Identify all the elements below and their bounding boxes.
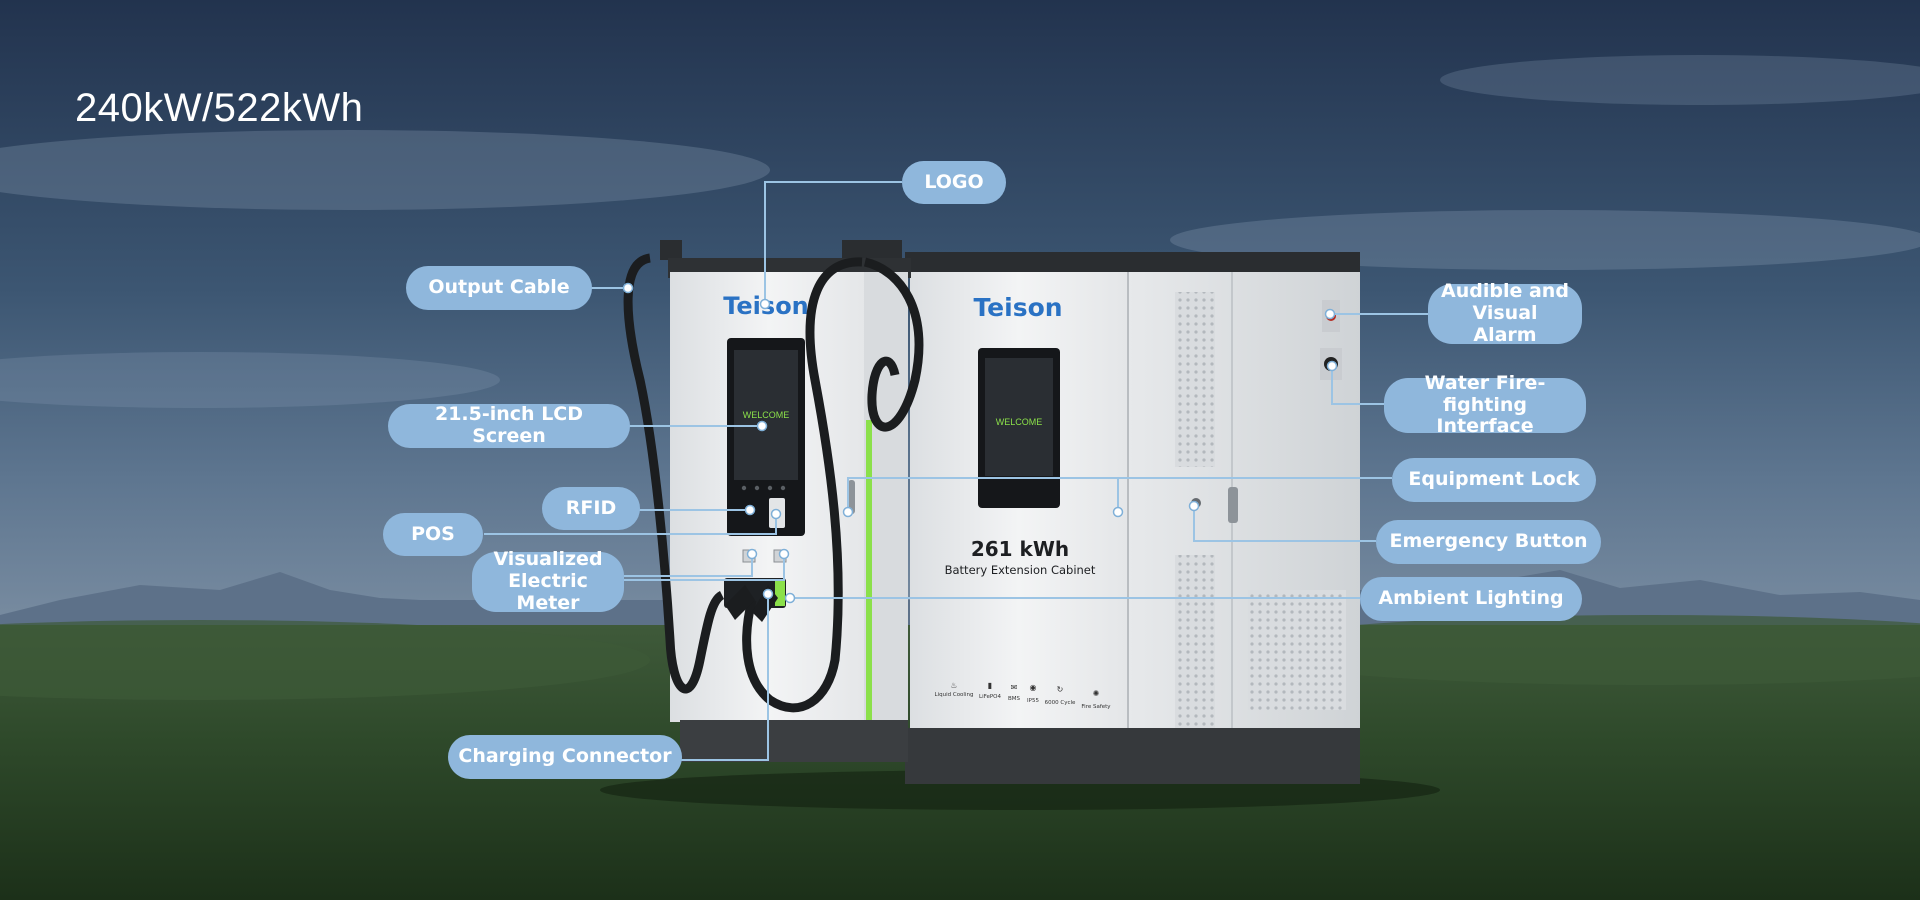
- hill: [1230, 615, 1920, 685]
- callout-label-line2: Visual Alarm: [1472, 302, 1538, 346]
- feature-icon: ♨: [950, 681, 957, 690]
- callout-label: Charging Connector: [458, 745, 672, 768]
- screen-button: [741, 485, 747, 491]
- callout-charging-connector: Charging Connector: [448, 735, 682, 779]
- feature-label: IP55: [1027, 698, 1039, 704]
- callout-label: 21.5-inch LCD Screen: [434, 403, 584, 447]
- feature-label: BMS: [1008, 696, 1021, 702]
- anchor-dot: [1188, 500, 1200, 512]
- callout-label: Equipment Lock: [1408, 468, 1580, 491]
- cabinet-screen-welcome: WELCOME: [996, 417, 1043, 427]
- callout-lcd-screen: 21.5-inch LCD Screen: [388, 403, 630, 448]
- cabinet-logo: Teison: [973, 293, 1062, 322]
- callout-fire-interface: Water Fire-fighting Interface: [1384, 372, 1586, 437]
- anchor-dot: [778, 548, 790, 560]
- anchor-dot: [622, 282, 634, 294]
- cloud: [0, 352, 500, 408]
- callout-output-cable: Output Cable: [406, 266, 592, 310]
- callout-emergency-button: Emergency Button: [1376, 520, 1601, 564]
- hill: [0, 620, 650, 700]
- callout-label-line2: Electric Meter: [508, 570, 588, 614]
- callout-alarm: Audible and Visual Alarm: [1428, 280, 1582, 346]
- callout-label-line1: Audible and: [1441, 280, 1569, 303]
- callout-lines: [484, 181, 1428, 761]
- anchor-dot: [746, 548, 758, 560]
- anchor-dot: [759, 298, 771, 310]
- output-cable: [623, 253, 725, 694]
- leader-line: [624, 556, 785, 581]
- output-cable: [742, 257, 863, 713]
- cabinet-capacity: 261 kWh: [971, 537, 1069, 561]
- callout-electric-meter: Visualized Electric Meter: [472, 548, 624, 614]
- anchor-dot: [756, 420, 768, 432]
- page-title: 240kW/522kWh: [75, 86, 364, 130]
- callout-label: Output Cable: [428, 276, 570, 299]
- feature-label: LiFePO4: [979, 694, 1001, 700]
- screen-button: [767, 485, 773, 491]
- anchor-dot: [1326, 360, 1338, 372]
- leader-line: [1193, 506, 1376, 542]
- feature-icon: ✉: [1011, 683, 1018, 692]
- charger-unit: Teison WELCOME: [623, 240, 924, 762]
- anchor-dot: [770, 508, 782, 520]
- callout-label: POS: [411, 522, 455, 545]
- feature-label: 6000 Cycle: [1045, 700, 1076, 706]
- anchor-dot: [762, 588, 774, 600]
- charger-lock-handle: [848, 480, 855, 514]
- callout-label-line1: Visualized: [493, 548, 603, 571]
- charging-connector: [725, 585, 755, 620]
- callout-logo: LOGO: [902, 161, 1006, 204]
- anchor-dot: [784, 592, 796, 604]
- callout-label: Ambient Lighting: [1378, 587, 1564, 610]
- anchor-dot: [744, 504, 756, 516]
- cloud: [1440, 55, 1920, 105]
- screen-button: [754, 485, 760, 491]
- leader-line: [847, 477, 1392, 510]
- battery-cabinet: WELCOME Teison 261 kWh Battery Extension…: [905, 252, 1360, 784]
- callout-equipment-lock: Equipment Lock: [1392, 458, 1596, 502]
- leader-line: [1331, 366, 1384, 405]
- callout-label: Emergency Button: [1389, 530, 1588, 553]
- feature-icons: ♨ ▮ ✉ ◉ ↻ ✺ Liquid Cooling LiFePO4 BMS I…: [935, 681, 1112, 710]
- feature-icon: ↻: [1057, 685, 1064, 694]
- callout-label-line2: Interface: [1436, 415, 1534, 438]
- anchor-dot: [1112, 506, 1124, 518]
- callout-label: LOGO: [924, 170, 984, 193]
- leader-line: [484, 516, 777, 535]
- callout-pos: POS: [383, 513, 483, 556]
- feature-label: Fire Safety: [1081, 704, 1111, 710]
- feature-icon: ◉: [1030, 683, 1037, 692]
- charger-screen-buttons: [741, 485, 786, 491]
- leader-line: [680, 594, 769, 761]
- cloud: [0, 130, 770, 210]
- callout-dots: [622, 282, 1338, 604]
- anchor-dot: [1324, 308, 1336, 320]
- callout-rfid: RFID: [542, 487, 640, 530]
- feature-icon: ▮: [988, 681, 992, 690]
- leader-line: [624, 556, 753, 577]
- callout-label-line1: Water Fire-fighting: [1424, 371, 1546, 416]
- equipment-lock-handle: [1228, 487, 1238, 523]
- feature-icon: ✺: [1093, 689, 1100, 698]
- ambient-light-strip: [866, 420, 872, 735]
- callout-label: RFID: [565, 496, 617, 519]
- output-cable: [863, 257, 924, 432]
- anchor-dot: [842, 506, 854, 518]
- charger-screen-welcome: WELCOME: [743, 410, 790, 420]
- cabinet-name: Battery Extension Cabinet: [945, 563, 1096, 577]
- feature-label: Liquid Cooling: [935, 692, 974, 698]
- screen-button: [780, 485, 786, 491]
- callout-ambient-lighting: Ambient Lighting: [1360, 577, 1582, 621]
- leader-line: [764, 181, 902, 302]
